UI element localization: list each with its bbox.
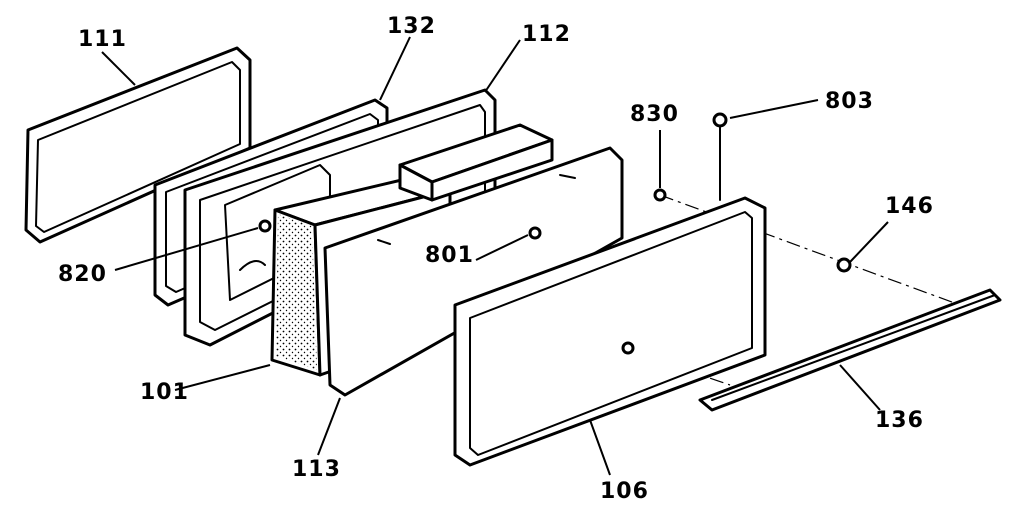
- callout-801: 801: [425, 243, 474, 268]
- callout-820: 820: [58, 262, 107, 287]
- fasteners: [258, 112, 852, 355]
- callout-136: 136: [875, 408, 924, 433]
- trim-strip-136: [698, 288, 1002, 412]
- callout-111: 111: [78, 27, 127, 52]
- screw-803-icon: [712, 112, 728, 128]
- screw-801-icon: [528, 226, 542, 240]
- callout-830: 830: [630, 102, 679, 127]
- callout-labels: 111 132 112 830 803 146 820 801 101 113 …: [58, 14, 934, 504]
- callout-112: 112: [522, 22, 571, 47]
- plug-146-icon: [836, 257, 852, 273]
- screw-820-icon: [258, 219, 272, 233]
- plug-center-icon: [621, 341, 635, 355]
- callout-132: 132: [387, 14, 436, 39]
- clip-830-icon: [653, 188, 667, 202]
- callout-146: 146: [885, 194, 934, 219]
- door-panel-106: [453, 196, 767, 467]
- callout-113: 113: [292, 457, 341, 482]
- inner-panel-113: [323, 146, 624, 397]
- callout-101: 101: [140, 380, 189, 405]
- callout-803: 803: [825, 89, 874, 114]
- leader-lines: [101, 36, 889, 476]
- callout-106: 106: [600, 479, 649, 504]
- insulation-block-upper: [398, 123, 554, 202]
